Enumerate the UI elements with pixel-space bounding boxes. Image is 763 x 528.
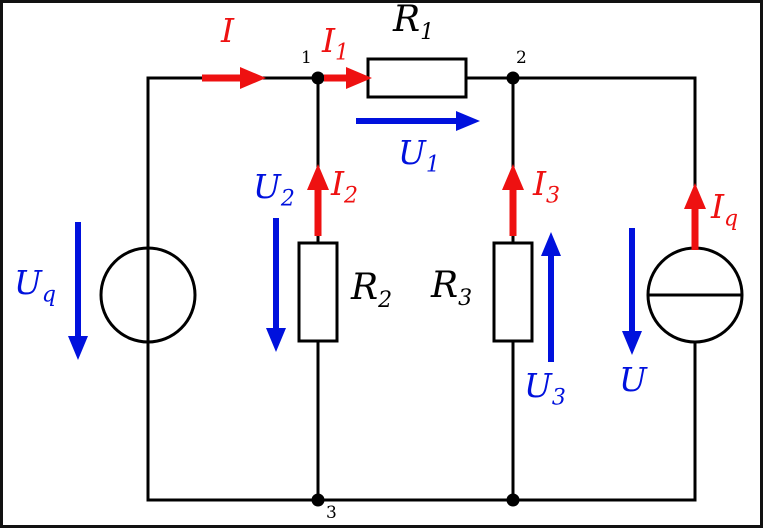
node-label-1: 1 [301, 48, 312, 68]
node-dot-3a [311, 493, 325, 507]
label-u2: U2 [253, 167, 295, 212]
label-r3: R3 [431, 265, 473, 312]
node-dot-2 [506, 71, 520, 85]
current-arrows [202, 67, 706, 250]
voltage-arrows [68, 111, 642, 362]
current-arrow-iq [684, 183, 706, 250]
node-label-3: 3 [326, 503, 337, 523]
label-u: U [619, 360, 647, 399]
voltage-arrow-u1 [356, 111, 480, 131]
voltage-arrow-uq [68, 222, 88, 360]
label-i3: I3 [533, 164, 561, 209]
voltage-arrow-u [622, 228, 642, 355]
voltage-arrow-u3 [541, 232, 561, 362]
voltage-arrow-u2 [266, 218, 286, 352]
label-i1: I1 [322, 21, 350, 66]
label-i: I [221, 11, 235, 50]
label-i2: I2 [331, 164, 359, 209]
node-dots [311, 71, 520, 507]
label-iq: Iq [711, 187, 739, 232]
component-symbols [99, 57, 744, 344]
resistor-r3-box [492, 241, 534, 343]
current-arrow-i [202, 67, 266, 89]
resistor-r2-box [297, 241, 339, 343]
label-u3: U3 [524, 366, 566, 411]
node-dot-3b [506, 493, 520, 507]
resistor-r1-box [366, 57, 468, 99]
node-dot-1 [311, 71, 325, 85]
current-arrow-i1 [324, 67, 372, 89]
label-u1: U1 [398, 133, 440, 178]
label-r2: R2 [351, 267, 393, 314]
label-uq: Uq [14, 263, 56, 308]
label-r1: R1 [393, 0, 435, 46]
current-arrow-i3 [502, 164, 524, 236]
node-label-2: 2 [516, 48, 527, 68]
current-arrow-i2 [307, 164, 329, 236]
